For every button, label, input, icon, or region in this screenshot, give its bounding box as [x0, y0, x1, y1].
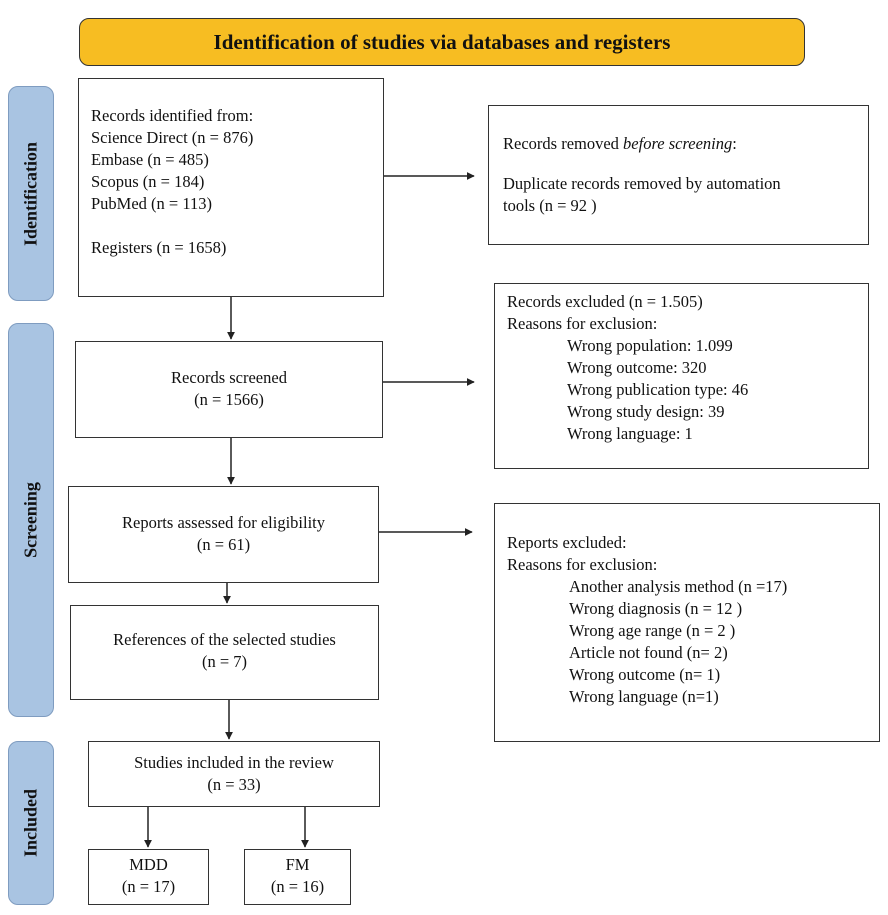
included-box: Studies included in the review (n = 33) — [88, 741, 380, 807]
reports-excluded-reason: Wrong language (n=1) — [569, 687, 719, 706]
identified-line: PubMed (n = 113) — [91, 194, 212, 213]
identified-line: Scopus (n = 184) — [91, 172, 205, 191]
fm-count: (n = 16) — [270, 877, 325, 896]
reports-excluded-reason: Wrong age range (n = 2 ) — [569, 621, 736, 640]
records-screened-box: Records screened (n = 1566) — [75, 341, 383, 438]
screened-title: Records screened — [171, 368, 287, 387]
reports-excluded-reason: Wrong outcome (n= 1) — [569, 665, 721, 684]
phase-included: Included — [8, 741, 54, 905]
eligibility-title: Reports assessed for eligibility — [121, 513, 325, 532]
references-count: (n = 7) — [201, 652, 248, 671]
references-title: References of the selected studies — [113, 630, 336, 649]
excluded-reason: Wrong study design: 39 — [567, 402, 725, 421]
excluded-reason: Wrong language: 1 — [567, 424, 693, 443]
identified-line: Records identified from: — [91, 106, 254, 125]
diagram-title-banner: Identification of studies via databases … — [79, 18, 805, 66]
identified-line: Embase (n = 485) — [91, 150, 209, 169]
removed-line-3: tools (n = 92 ) — [503, 196, 597, 215]
fm-title: FM — [285, 855, 310, 874]
records-identified-box: Records identified from: Science Direct … — [78, 78, 384, 297]
phase-screening: Screening — [8, 323, 54, 717]
mdd-count: (n = 17) — [121, 877, 176, 896]
excluded-reasons-label: Reasons for exclusion: — [507, 314, 658, 333]
removed-line-1: Records removed before screening: — [503, 134, 737, 153]
records-excluded-box: Records excluded (n = 1.505) Reasons for… — [494, 283, 869, 469]
reports-excluded-box: Reports excluded: Reasons for exclusion:… — [494, 503, 880, 742]
eligibility-box: Reports assessed for eligibility (n = 61… — [68, 486, 379, 583]
mdd-box: MDD (n = 17) — [88, 849, 209, 905]
reports-excluded-reasons-label: Reasons for exclusion: — [507, 555, 658, 574]
reports-excluded-reason: Wrong diagnosis (n = 12 ) — [569, 599, 743, 618]
excluded-title: Records excluded (n = 1.505) — [507, 292, 703, 311]
excluded-reason: Wrong publication type: 46 — [567, 380, 749, 399]
included-count: (n = 33) — [207, 775, 261, 794]
identified-line: Science Direct (n = 876) — [91, 128, 254, 147]
screened-count: (n = 1566) — [194, 390, 264, 409]
identified-line: Registers (n = 1658) — [91, 238, 227, 257]
references-box: References of the selected studies (n = … — [70, 605, 379, 700]
reports-excluded-title: Reports excluded: — [507, 533, 627, 552]
removed-line-2: Duplicate records removed by automation — [503, 174, 781, 193]
reports-excluded-reason: Article not found (n= 2) — [569, 643, 728, 662]
fm-box: FM (n = 16) — [244, 849, 351, 905]
excluded-reason: Wrong outcome: 320 — [567, 358, 707, 377]
diagram-title: Identification of studies via databases … — [213, 29, 671, 54]
reports-excluded-reason: Another analysis method (n =17) — [569, 577, 788, 596]
records-removed-box: Records removed before screening: Duplic… — [488, 105, 869, 245]
mdd-title: MDD — [129, 855, 168, 874]
eligibility-count: (n = 61) — [196, 535, 251, 554]
phase-identification: Identification — [8, 86, 54, 301]
excluded-reason: Wrong population: 1.099 — [567, 336, 733, 355]
included-title: Studies included in the review — [134, 753, 334, 772]
